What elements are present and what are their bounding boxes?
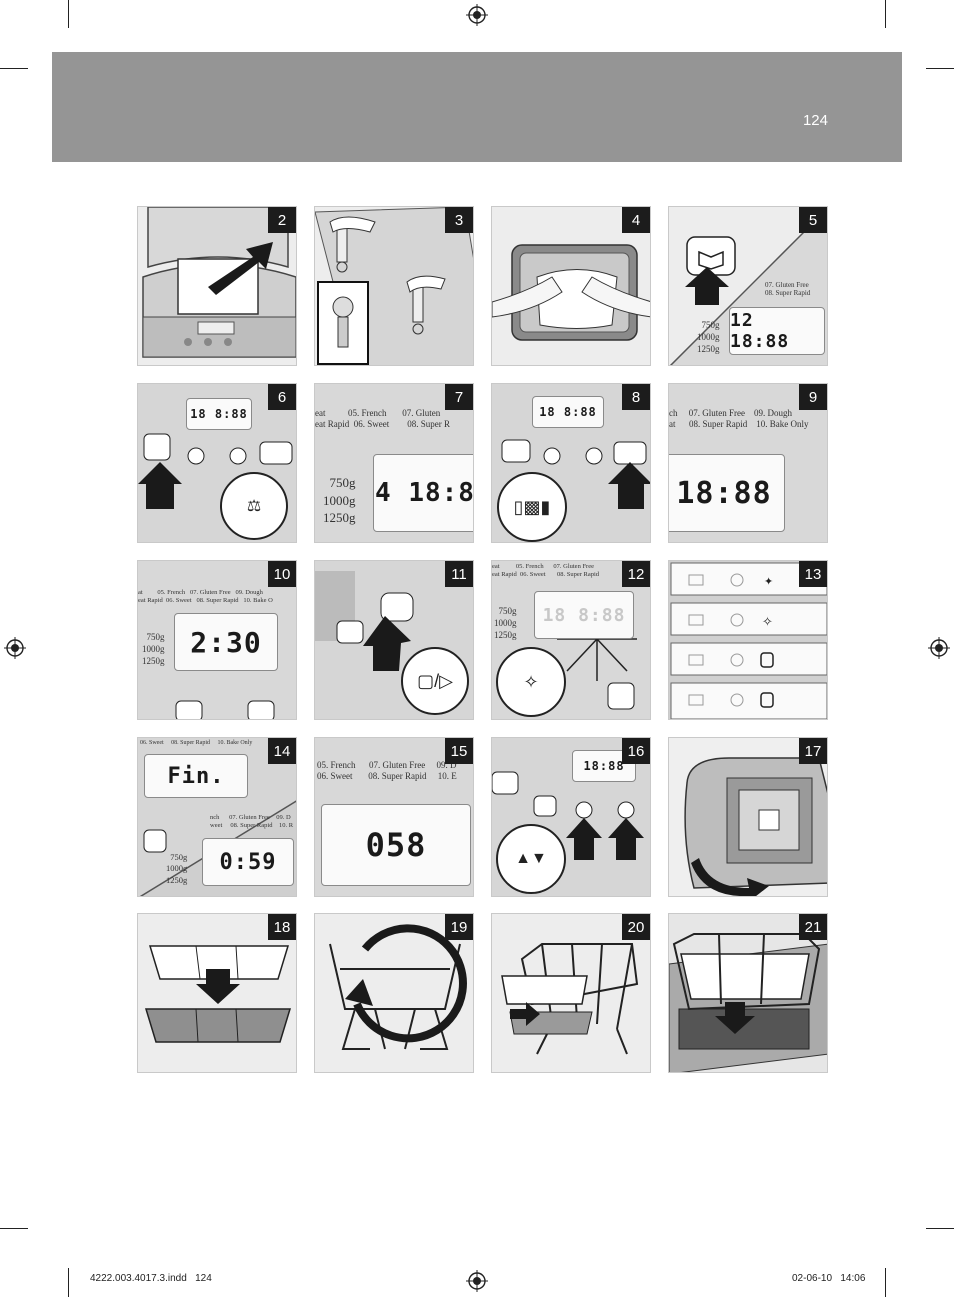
lcd-display: 18:88: [669, 454, 785, 532]
footer-file-name: 4222.003.4017.3.indd 124: [90, 1273, 212, 1284]
step-number: 8: [622, 384, 650, 410]
start-button-press-illustration: [315, 561, 473, 719]
lcd-display: 18 8:88: [534, 591, 634, 639]
crop-mark: [885, 0, 886, 28]
crust-color-selector-icon: ▯▩▮: [497, 472, 567, 542]
step-panel-19: 19: [314, 913, 474, 1073]
weight-list: 750g 1000g 1250g: [697, 320, 720, 355]
dough-in-pan-illustration: [492, 244, 650, 341]
step-panel-7: eat 05. French 07. Gluten eat Rapid 06. …: [314, 383, 474, 543]
step-number: 3: [445, 207, 473, 233]
weight-list: 750g 1000g 1250g: [494, 606, 517, 641]
registration-mark-icon: [928, 637, 950, 659]
crop-mark: [926, 68, 954, 69]
crop-mark: [0, 68, 28, 69]
kneading-status-icon: ✧: [496, 647, 566, 717]
rack-rotate-illustration: [329, 924, 467, 1050]
program-menu: eat 05. French 07. Gluten Free eat Rapid…: [492, 563, 600, 578]
lcd-display: 4 18:8: [373, 454, 473, 532]
step-panel-6: 18 8:88 ⚖ 6: [137, 383, 297, 543]
baking-stages-illustration: ✦ ✧: [669, 561, 827, 719]
step-panel-11: ▢/▷ 11: [314, 560, 474, 720]
page-header: 124: [52, 52, 902, 162]
crop-mark: [68, 1268, 69, 1297]
step-number: 19: [445, 914, 473, 940]
remove-pan-illustration: [669, 738, 827, 896]
step-number: 18: [268, 914, 296, 940]
step-panel-18: 18: [137, 913, 297, 1073]
program-menu: 06. Sweet 08. Super Rapid 10. Bake Only: [140, 740, 253, 746]
program-menu: 05. French 07. Gluten Free 09. D 06. Swe…: [317, 760, 457, 781]
step-panel-10: at 05. French 07. Gluten Free 09. Dough …: [137, 560, 297, 720]
step-panel-4: 4: [491, 206, 651, 366]
registration-mark-icon: [466, 1270, 488, 1292]
lcd-display: 18 8:88: [532, 396, 604, 428]
step-number: 10: [268, 561, 296, 587]
step-number: 21: [799, 914, 827, 940]
lcd-display: 18 8:88: [186, 398, 252, 430]
lcd-display: 058: [321, 804, 471, 886]
program-menu: 07. Gluten Free 08. Super Rapid: [765, 281, 811, 298]
step-panel-20: 20: [491, 913, 651, 1073]
up-down-buttons-icon: ▲▼: [496, 824, 566, 894]
step-number: 15: [445, 738, 473, 764]
step-number: 16: [622, 738, 650, 764]
step-number: 9: [799, 384, 827, 410]
step-number: 12: [622, 561, 650, 587]
weight-selector-icon: ⚖: [220, 472, 288, 540]
step-number: 7: [445, 384, 473, 410]
step-number: 2: [268, 207, 296, 233]
step-number: 20: [622, 914, 650, 940]
weight-list: 750g 1000g 1250g: [323, 475, 356, 526]
kneading-blade-illustration: [315, 207, 473, 365]
lcd-display: 2:30: [174, 613, 278, 671]
program-menu: eat 05. French 07. Gluten eat Rapid 06. …: [315, 408, 450, 429]
step-number: 14: [268, 738, 296, 764]
footer-date: 02-06-10 14:06: [792, 1273, 866, 1284]
step-panel-3: 3: [314, 206, 474, 366]
lcd-display: 12 18:88: [729, 307, 825, 355]
svg-text:✧: ✧: [762, 614, 773, 629]
start-stop-button-icon: ▢/▷: [401, 647, 469, 715]
weight-list: 750g 1000g 1250g: [166, 852, 188, 885]
crop-mark: [926, 1228, 954, 1229]
step-number: 6: [268, 384, 296, 410]
registration-mark-icon: [466, 4, 488, 26]
step-panel-8: 18 8:88 ▯▩▮ 8: [491, 383, 651, 543]
crop-mark: [885, 1268, 886, 1297]
step-panel-9: ch 07. Gluten Free 09. Dough at 08. Supe…: [668, 383, 828, 543]
weight-list: 750g 1000g 1250g: [142, 632, 165, 667]
crust-button-press-illustration: [492, 384, 650, 542]
bread-maker-open-lid-illustration: [142, 207, 296, 358]
step-number: 13: [799, 561, 827, 587]
step-panel-14: 06. Sweet 08. Super Rapid 10. Bake Only …: [137, 737, 297, 897]
svg-text:✦: ✦: [764, 576, 773, 588]
baguette-tray-illustration: [144, 945, 292, 1043]
program-menu: nch 07. Gluten Free 09. D weet 08. Super…: [210, 814, 294, 829]
tray-on-rack-illustration: [501, 943, 639, 1055]
step-number: 4: [622, 207, 650, 233]
step-number: 5: [799, 207, 827, 233]
step-number: 11: [445, 561, 473, 587]
step-panel-13: ✦ ✧ 13: [668, 560, 828, 720]
step-panel-12: eat 05. French 07. Gluten Free eat Rapid…: [491, 560, 651, 720]
program-menu: at 05. French 07. Gluten Free 09. Dough …: [138, 589, 273, 604]
crop-mark: [68, 0, 69, 28]
crop-mark: [0, 1228, 28, 1229]
step-panel-17: 17: [668, 737, 828, 897]
page-number: 124: [802, 112, 828, 129]
step-panel-21: 21: [668, 913, 828, 1073]
step-panel-15: 05. French 07. Gluten Free 09. D 06. Swe…: [314, 737, 474, 897]
program-menu: ch 07. Gluten Free 09. Dough at 08. Supe…: [669, 408, 809, 429]
step-panel-5: 07. Gluten Free 08. Super Rapid 750g 100…: [668, 206, 828, 366]
lcd-display: 0:59: [202, 838, 294, 886]
lcd-display: Fin.: [144, 754, 248, 798]
step-panel-2: 2: [137, 206, 297, 366]
step-number: 17: [799, 738, 827, 764]
step-panel-16: 18:88 ▲▼ 16: [491, 737, 651, 897]
insert-rack-into-machine-illustration: [669, 914, 827, 1072]
registration-mark-icon: [4, 637, 26, 659]
